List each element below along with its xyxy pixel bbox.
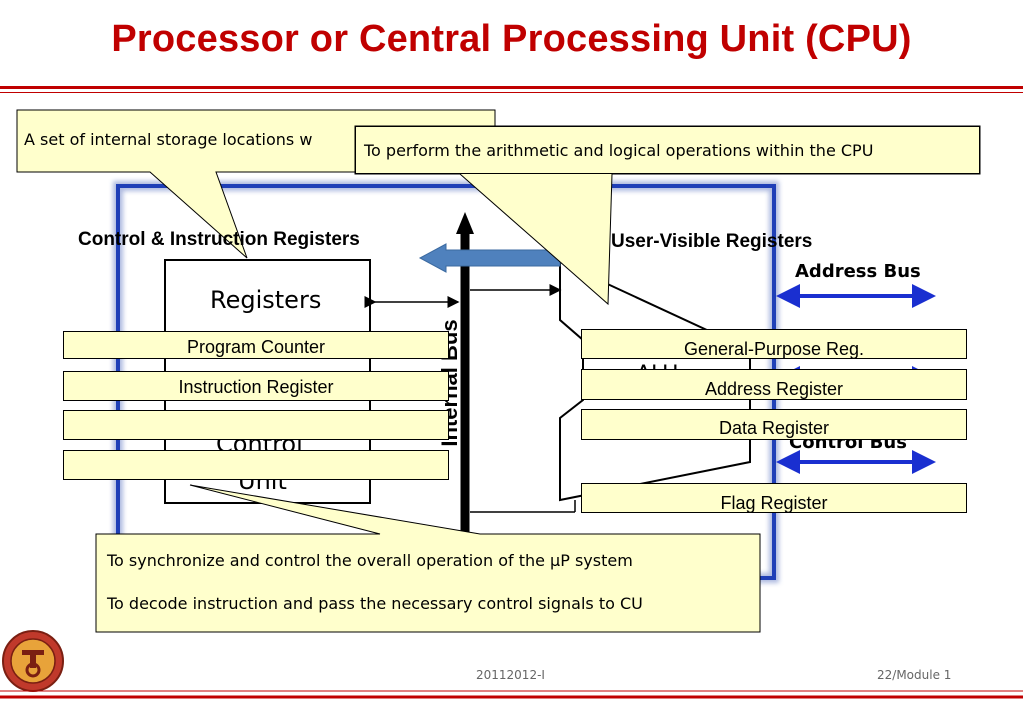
callout-registers-text: A set of internal storage locations w xyxy=(24,130,313,149)
institute-logo xyxy=(2,630,64,692)
footer-page-number: 22/Module 1 xyxy=(877,668,952,682)
title-rule-thin xyxy=(0,92,1023,93)
footer-code: 20112012-I xyxy=(476,668,545,682)
page-title: Processor or Central Processing Unit (CP… xyxy=(111,18,912,60)
right-label-3: Data Register xyxy=(581,409,967,440)
right-label-2: Address Register xyxy=(581,369,967,400)
callout-control-text-line2: To decode instruction and pass the neces… xyxy=(107,594,643,613)
title-rule-thick xyxy=(0,86,1023,89)
control-instruction-registers-label: Control & Instruction Registers xyxy=(78,229,360,250)
address-bus-arrow xyxy=(776,284,936,308)
right-label-1: General-Purpose Reg. xyxy=(581,329,967,359)
callout-alu-text: To perform the arithmetic and logical op… xyxy=(364,141,874,160)
user-visible-registers-label: User-Visible Registers xyxy=(611,231,813,252)
left-label-4 xyxy=(63,450,449,480)
left-label-2: Instruction Register xyxy=(63,371,449,401)
callout-alu-body xyxy=(355,126,980,174)
address-bus-label: Address Bus xyxy=(795,261,921,282)
callout-control-text-line1: To synchronize and control the overall o… xyxy=(107,551,633,570)
left-label-1: Program Counter xyxy=(63,331,449,359)
right-label-4: Flag Register xyxy=(581,483,967,513)
control-bus-arrow xyxy=(776,450,936,474)
callout-control-shape xyxy=(95,484,761,633)
internal-bus-blue-arrow xyxy=(418,243,561,273)
registers-box-label: Registers xyxy=(210,286,322,314)
left-label-3 xyxy=(63,410,449,440)
internal-bus-arrowhead xyxy=(456,212,474,234)
